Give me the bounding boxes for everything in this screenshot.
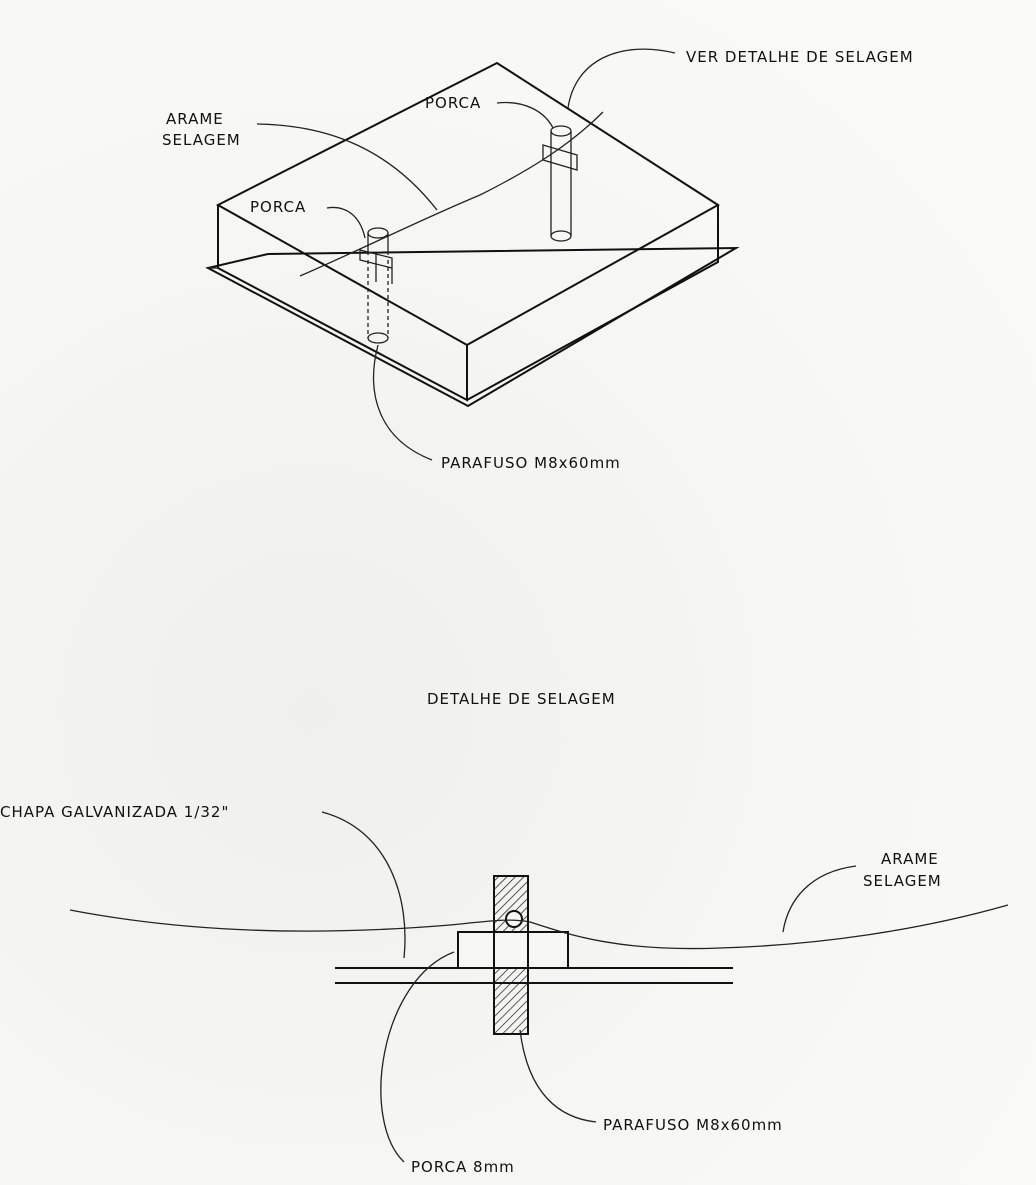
- label-ver-detalhe: VER DETALHE DE SELAGEM: [686, 48, 914, 66]
- wire-hole: [505, 910, 523, 928]
- label-arame-detail-line2: SELAGEM: [863, 872, 942, 890]
- label-parafuso-detail: PARAFUSO M8x60mm: [603, 1116, 783, 1134]
- bolt-left-head: [367, 227, 389, 239]
- nut-section: [457, 931, 569, 969]
- box-right-wall: [466, 205, 719, 401]
- base-flange: [205, 246, 740, 408]
- leader-parafuso-detail: [519, 1029, 597, 1123]
- label-porca-top: PORCA: [425, 94, 481, 112]
- label-chapa: CHAPA GALVANIZADA 1/32": [0, 803, 229, 821]
- leader-arame-detail: [782, 865, 857, 933]
- leader-porca-top: [496, 101, 554, 129]
- seal-wire-top: [299, 111, 604, 277]
- detail-title: DETALHE DE SELAGEM: [427, 690, 616, 708]
- label-porca-left: PORCA: [250, 198, 306, 216]
- isometric-box-view: [205, 48, 740, 461]
- leader-arame: [256, 123, 438, 211]
- bolt-left: [359, 227, 393, 344]
- seal-detail-view: [69, 811, 1009, 1163]
- leader-porca-left: [326, 206, 366, 239]
- label-parafuso-top: PARAFUSO M8x60mm: [441, 454, 621, 472]
- leader-parafuso-top: [372, 344, 433, 461]
- leader-porca-detail: [380, 951, 455, 1163]
- label-arame-line1: ARAME: [166, 110, 224, 128]
- label-porca-detail: PORCA 8mm: [411, 1158, 515, 1176]
- bolt-right: [542, 125, 578, 242]
- bolt-right-head: [550, 125, 572, 137]
- leader-chapa: [321, 811, 406, 959]
- label-arame-detail-line1: ARAME: [881, 850, 939, 868]
- seal-wire-detail: [69, 904, 1009, 950]
- nut-right: [542, 144, 578, 171]
- leader-ver-detalhe: [567, 48, 676, 109]
- box-front-wall: [217, 205, 468, 402]
- label-arame-line2: SELAGEM: [162, 131, 241, 149]
